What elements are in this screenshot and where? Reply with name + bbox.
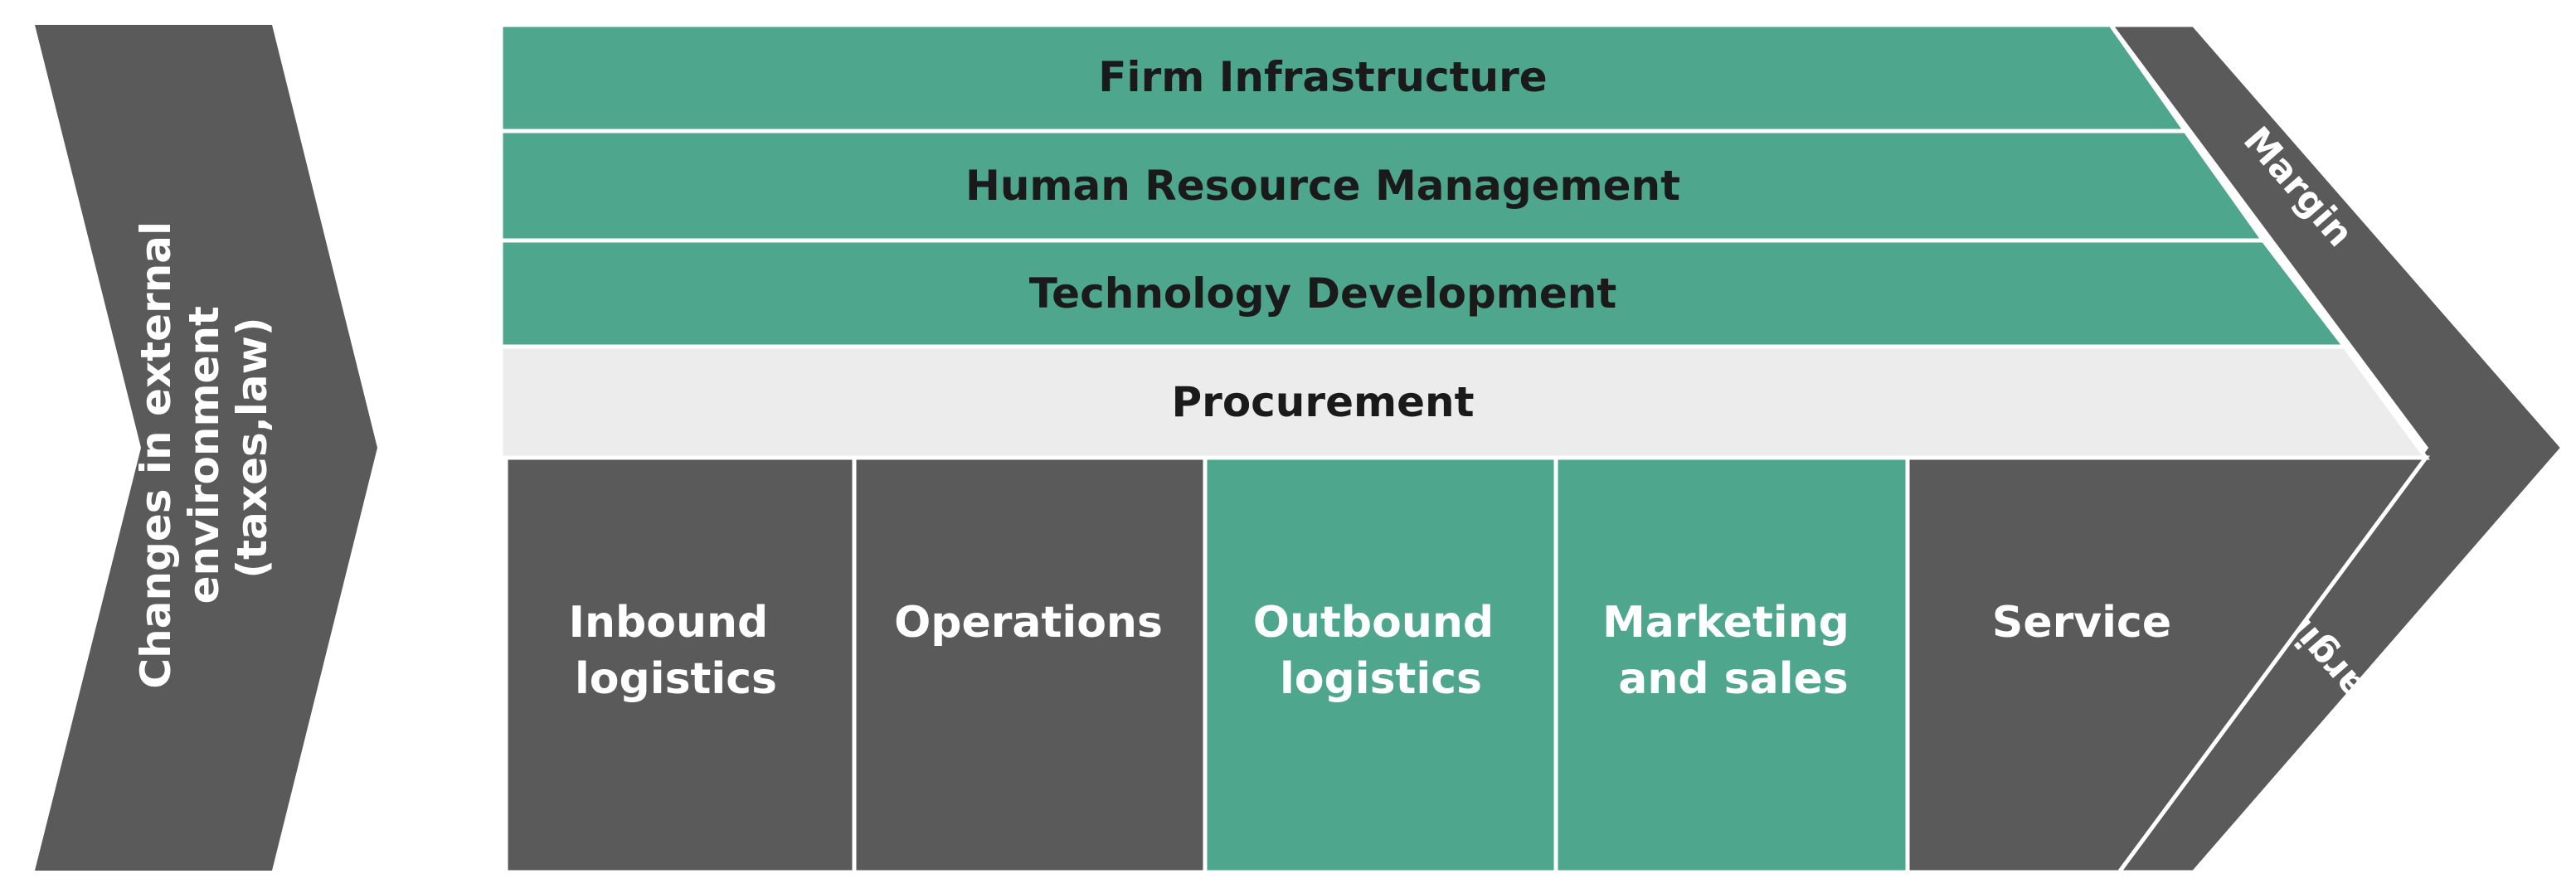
operations-block — [852, 455, 1208, 875]
service-line-1: Service — [1992, 598, 2171, 648]
primary-activities: Inbound logistics Operations Outbound lo… — [503, 455, 2430, 875]
outbound-line-1: Outbound — [1253, 598, 1494, 648]
outbound-logistics-label: Outbound logistics — [1253, 598, 1509, 704]
procurement-bar — [498, 344, 2430, 460]
external-environment-chevron: Changes in external environment (taxes,l… — [35, 25, 377, 871]
marketing-line-1: Marketing — [1602, 598, 1849, 648]
outbound-line-2: logistics — [1280, 654, 1482, 704]
outbound-logistics-block — [1203, 455, 1558, 875]
margin-chevron-shape — [2107, 22, 2566, 875]
inbound-logistics-block — [503, 455, 857, 875]
inbound-line-2: logistics — [575, 654, 777, 704]
firm-infrastructure-label: Firm Infrastructure — [1098, 53, 1547, 101]
external-environment-label: Changes in external environment (taxes,l… — [132, 206, 276, 688]
inbound-line-1: Inbound — [569, 598, 769, 648]
support-activities: Firm Infrastructure Human Resource Manag… — [498, 22, 2430, 460]
marketing-sales-label: Marketing and sales — [1602, 598, 1864, 704]
human-resource-label: Human Resource Management — [965, 162, 1680, 210]
inbound-logistics-label: Inbound logistics — [569, 598, 784, 704]
external-line-1: Changes in external — [132, 221, 180, 689]
operations-line-1: Operations — [894, 598, 1163, 648]
procurement-label: Procurement — [1172, 378, 1475, 426]
service-label: Service — [1992, 598, 2171, 648]
external-line-2: environment — [180, 306, 228, 604]
external-chevron-shape — [35, 25, 377, 871]
marketing-sales-block — [1553, 455, 1910, 875]
operations-label: Operations — [894, 598, 1163, 648]
external-line-3: (taxes,law) — [228, 317, 276, 578]
marketing-line-2: and sales — [1618, 654, 1849, 704]
technology-development-label: Technology Development — [1029, 269, 1617, 318]
